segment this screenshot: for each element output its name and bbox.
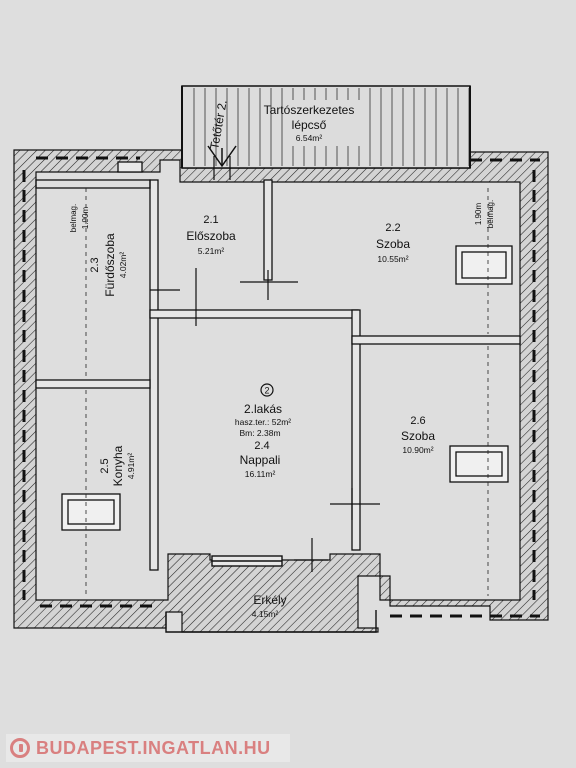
- room-name: Konyha: [111, 445, 125, 486]
- height-left: belmag. 1.90m: [69, 204, 90, 232]
- room-area: 10.90m²: [402, 445, 433, 455]
- room-number: 2.1: [203, 214, 218, 226]
- room-number: 2.4: [254, 440, 269, 452]
- room-2-1: 2.1 Előszoba 5.21m²: [186, 214, 236, 256]
- room-2-4: 2.4 Nappali 16.11m²: [240, 440, 281, 479]
- room-name: Előszoba: [186, 229, 236, 243]
- balcony-name: Erkély: [253, 593, 286, 607]
- room-2-6: 2.6 Szoba 10.90m²: [401, 415, 435, 455]
- room-name: Szoba: [376, 237, 410, 251]
- room-area: 4.91m²: [126, 453, 136, 480]
- apartment-floor-area: hasz.ter.: 52m²: [235, 417, 291, 427]
- apartment-marker-text: 2: [264, 386, 269, 396]
- room-area: 4.02m²: [118, 252, 128, 279]
- apartment-title: 2.lakás: [244, 402, 282, 416]
- height-right: 1.90m belmag.: [474, 200, 495, 228]
- room-number: 2.3: [89, 257, 101, 272]
- height-lines: [22, 156, 540, 618]
- stair-title-line1: Tartószerkezetes: [264, 103, 355, 117]
- apartment-label: 2 2.lakás hasz.ter.: 52m² Bm: 2.38m: [235, 383, 291, 438]
- room-number: 2.2: [385, 222, 400, 234]
- height-left-value: 1.90m: [81, 207, 90, 230]
- room-2-5: 2.5 Konyha 4.91m²: [99, 445, 136, 486]
- apartment-marker: [260, 383, 274, 397]
- room-area: 5.21m²: [198, 246, 225, 256]
- roof-windows: [61, 161, 513, 531]
- door-marks: [150, 156, 380, 572]
- height-right-label: belmag.: [486, 200, 495, 228]
- balcony: Erkély 4.15m²: [252, 593, 287, 619]
- room-name: Szoba: [401, 429, 435, 443]
- room-number: 2.5: [99, 458, 111, 473]
- watermark: BUDAPEST.INGATLAN.HU: [6, 734, 290, 762]
- stair: Tartószerkezetes lépcső 6.54m² Tetőtér 2…: [181, 85, 471, 169]
- room-2-2: 2.2 Szoba 10.55m²: [376, 222, 410, 264]
- stair-area: 6.54m²: [296, 133, 323, 143]
- room-number: 2.6: [410, 415, 425, 427]
- balcony-area: 4.15m²: [252, 609, 279, 619]
- thin-dashed-lines: [85, 188, 489, 596]
- apartment-height: Bm: 2.38m: [239, 428, 280, 438]
- balcony-outline: [165, 555, 377, 633]
- watermark-text: BUDAPEST.INGATLAN.HU: [36, 737, 271, 758]
- room-area: 10.55m²: [377, 254, 408, 264]
- height-right-value: 1.90m: [474, 203, 483, 226]
- room-name: Fürdőszoba: [103, 233, 117, 297]
- room-area: 16.11m²: [245, 469, 276, 479]
- room-name: Nappali: [240, 453, 281, 467]
- logo-icon: [10, 738, 30, 758]
- height-left-label: belmag.: [69, 204, 78, 232]
- stair-title-line2: lépcső: [292, 118, 327, 132]
- room-2-3: 2.3 Fürdőszoba 4.02m²: [89, 233, 128, 297]
